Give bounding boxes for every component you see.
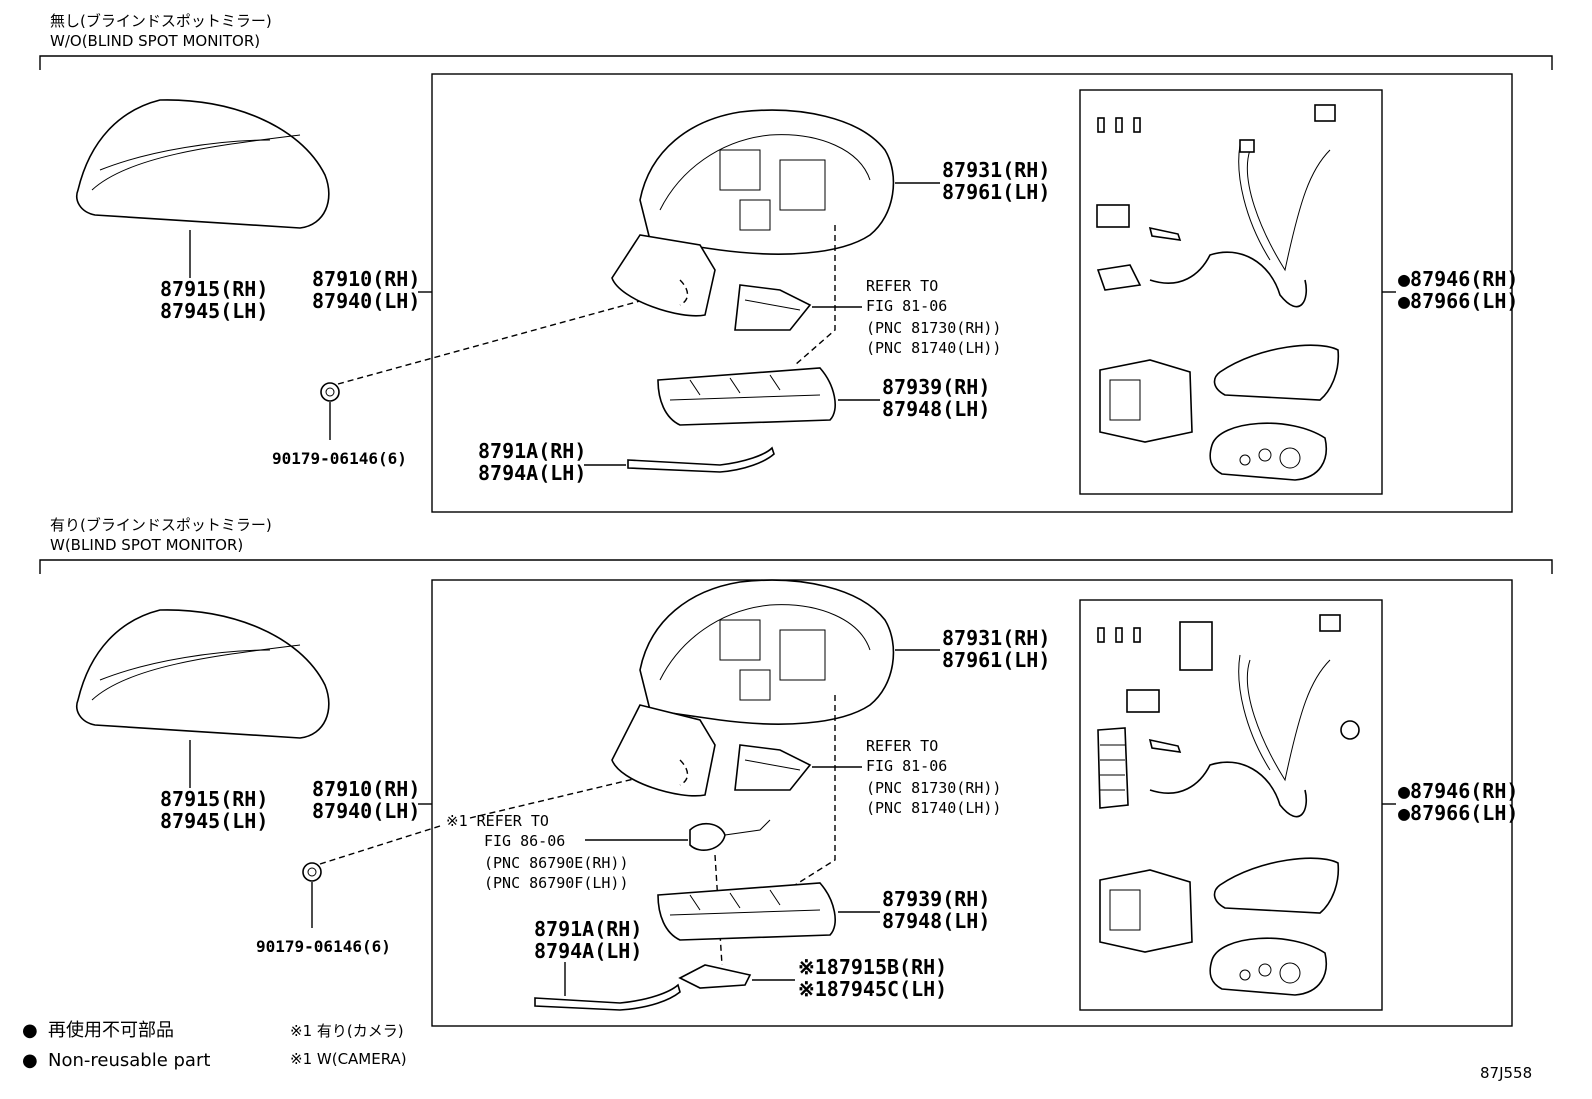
mirror-housing-drawing [611,109,940,366]
note-jp: ※1 有り(カメラ) [290,1022,404,1040]
cover-lh-label: 87945(LH) [160,299,268,323]
kit-contents-drawing [1096,104,1396,481]
mirror-lh-label-2: 87940(LH) [312,799,420,823]
garnish-strip-drawing-2 [534,962,681,1011]
garnish-rh-label-2: 8791A(RH) [534,917,642,941]
lamp-lh-label: 87948(LH) [882,397,990,421]
figure-id: 87J558 [1480,1064,1532,1082]
cam-cover-lh-label: ※187945C(LH) [798,977,947,1001]
section2-bracket [39,559,1553,574]
garnish-rh-label: 8791A(RH) [478,439,586,463]
camera-pnc-lh: (PNC 86790F(LH)) [484,874,629,892]
section1-header-jp: 無し(ブラインドスポットミラー) [50,12,272,30]
garnish-lh-label: 8794A(LH) [478,461,586,485]
mirror-cover-drawing-2 [76,609,330,788]
refer-label-2: REFER TO [866,737,938,755]
kit-lh-label-2: ●87966(LH) [1398,801,1518,825]
housing-lh-label: 87961(LH) [942,180,1050,204]
refer-fig-label-2: FIG 81-06 [866,757,947,775]
mirror-rh-label-2: 87910(RH) [312,777,420,801]
kit-rh-label-2: ●87946(RH) [1398,779,1518,803]
refer-pnc-lh-label: (PNC 81740(LH)) [866,339,1001,357]
turn-lamp-drawing [657,367,880,426]
kit-box-2 [1079,599,1383,1011]
screw-icon [1097,117,1141,133]
lamp-rh-label-2: 87939(RH) [882,887,990,911]
mirror-lh-label: 87940(LH) [312,289,420,313]
mirror-assy-box-2 [431,579,1513,1027]
legend-en: Non-reusable part [48,1050,210,1071]
refer-fig-label: FIG 81-06 [866,297,947,315]
clip-label: 90179-06146(6) [272,449,407,468]
cover-rh-label: 87915(RH) [160,277,268,301]
cover-rh-label-2: 87915(RH) [160,787,268,811]
section1-bracket [39,55,1553,70]
screw-icon [1097,627,1141,643]
clip-drawing-2 [302,767,681,928]
note-en: ※1 W(CAMERA) [290,1050,407,1068]
legend: ● 再使用不可部品 ● Non-reusable part ※1 有り(カメラ)… [22,1020,407,1071]
cam-cover-rh-label: ※187915B(RH) [798,955,947,979]
kit-rh-label: ●87946(RH) [1398,267,1518,291]
cover-lh-label-2: 87945(LH) [160,809,268,833]
section2-header-jp: 有り(ブラインドスポットミラー) [50,516,272,534]
mirror-cover-drawing [76,99,330,278]
housing-lh-label-2: 87961(LH) [942,648,1050,672]
lamp-rh-label: 87939(RH) [882,375,990,399]
clip-label-2: 90179-06146(6) [256,937,391,956]
camera-refer-fig: FIG 86-06 [484,832,565,850]
camera-refer-label: ※1 REFER TO [446,812,549,830]
actuator-bracket-drawing-2 [734,744,862,791]
refer-pnc-rh-label: (PNC 81730(RH)) [866,319,1001,337]
kit-contents-drawing-2 [1097,614,1396,996]
legend-jp: 再使用不可部品 [48,1020,174,1041]
refer-pnc-lh-label-2: (PNC 81740(LH)) [866,799,1001,817]
legend-bullet-2: ● [22,1050,38,1071]
section2-header-en: W(BLIND SPOT MONITOR) [50,536,243,554]
legend-bullet: ● [22,1020,38,1041]
kit-lh-label: ●87966(LH) [1398,289,1518,313]
housing-rh-label-2: 87931(RH) [942,626,1050,650]
mirror-housing-drawing-2 [611,579,940,886]
lamp-lh-label-2: 87948(LH) [882,909,990,933]
camera-cover-drawing [678,964,795,989]
garnish-strip-drawing [584,446,775,473]
mirror-assy-box [431,73,1513,513]
section1-header-en: W/O(BLIND SPOT MONITOR) [50,32,260,50]
refer-label: REFER TO [866,277,938,295]
housing-rh-label: 87931(RH) [942,158,1050,182]
turn-lamp-drawing-2 [657,882,880,941]
refer-pnc-rh-label-2: (PNC 81730(RH)) [866,779,1001,797]
mirror-rh-label: 87910(RH) [312,267,420,291]
camera-pnc-rh: (PNC 86790E(RH)) [484,854,629,872]
section-with-bsm: 有り(ブラインドスポットミラー) W(BLIND SPOT MONITOR) 8… [39,516,1553,1027]
section-without-bsm: 無し(ブラインドスポットミラー) W/O(BLIND SPOT MONITOR)… [39,12,1553,513]
garnish-lh-label-2: 8794A(LH) [534,939,642,963]
clip-drawing [320,289,681,440]
actuator-bracket-drawing [734,284,862,331]
